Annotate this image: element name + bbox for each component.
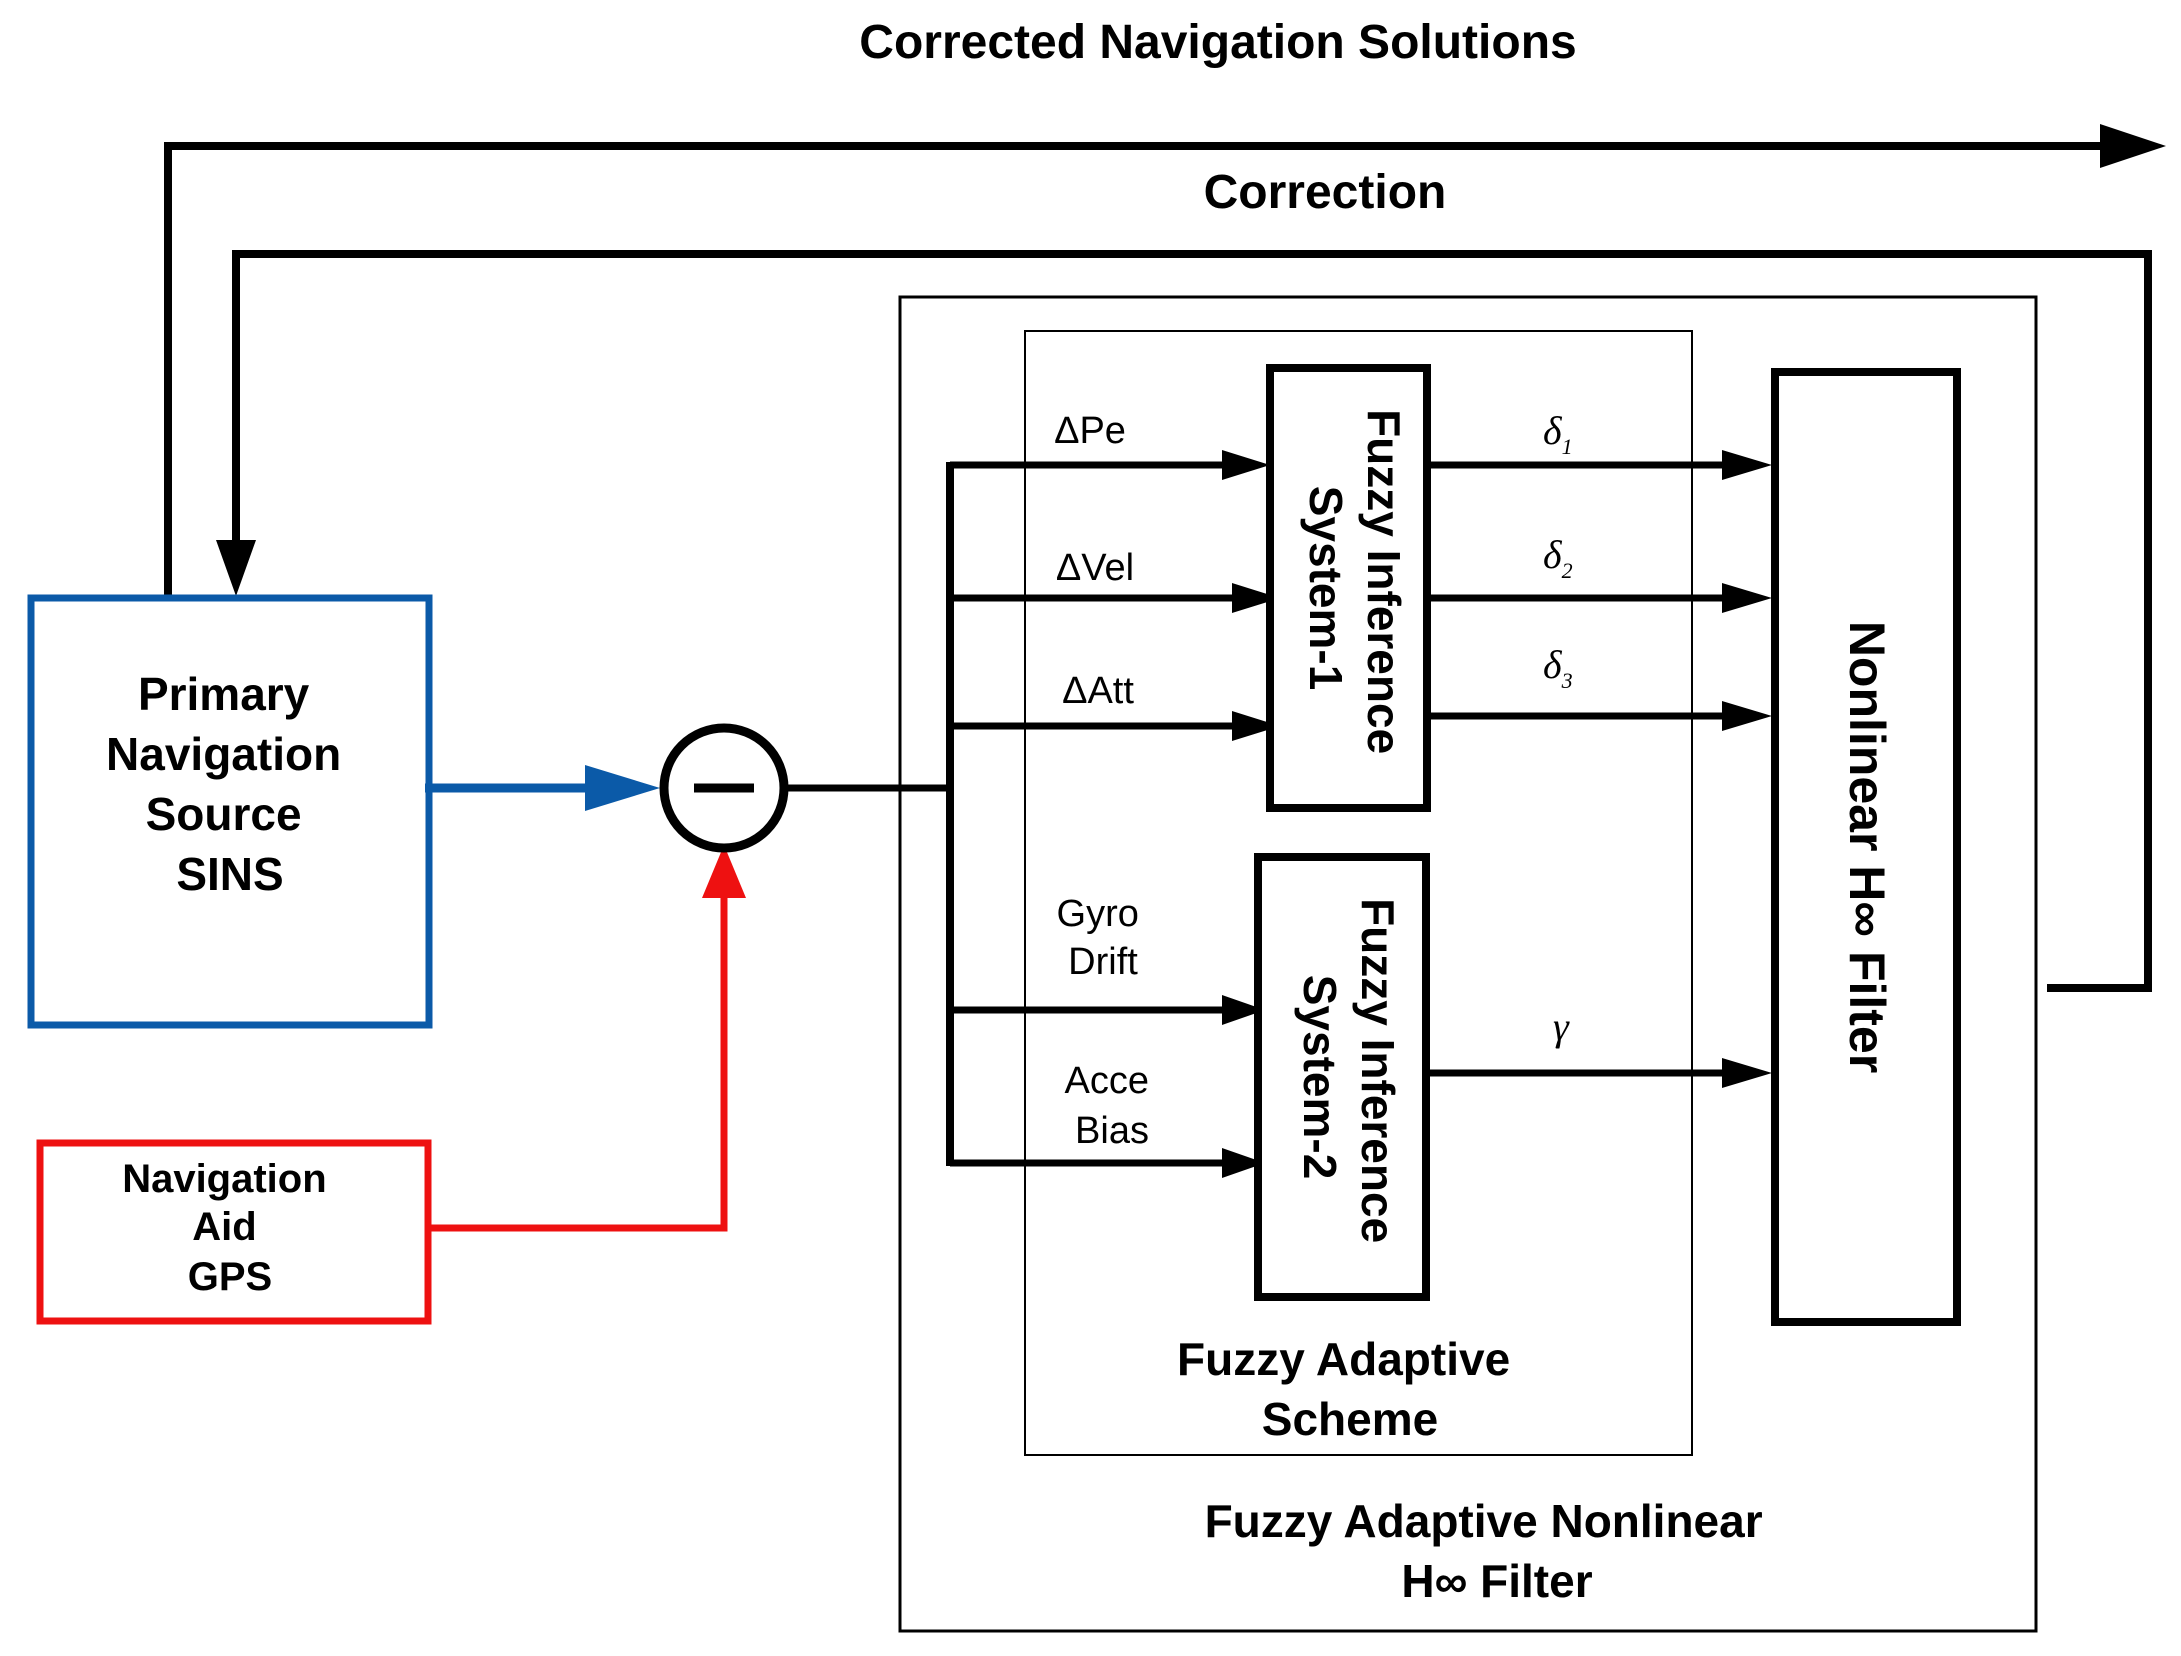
gps-block [36, 1139, 432, 1325]
gps-to-subtractor-line [428, 885, 728, 1232]
fis2-label-line1: Fuzzy Inference [1352, 898, 1404, 1243]
dvel-arrowhead [1232, 583, 1280, 613]
svg-text:Acce Bias: Acce Bias [1064, 1060, 1159, 1152]
sins-label-line3: Source [146, 788, 302, 840]
sins-arrowhead [585, 765, 660, 811]
fis1-label-line1: Fuzzy Inference [1358, 409, 1410, 754]
acce-bias-arrowhead [1222, 1148, 1265, 1178]
corrected-solutions-arrowhead [2100, 124, 2166, 168]
gamma-label: γ [1553, 1004, 1570, 1049]
gyro-drift-arrowhead [1222, 995, 1265, 1025]
delta3-arrowhead [1722, 701, 1772, 731]
fis2-block [1254, 853, 1430, 1301]
sins-label-line2: Navigation [106, 728, 341, 780]
svg-text:Navigation Aid GPS: Navigation Aid GPS [122, 1157, 338, 1299]
svg-text:Primary Navigation Sou: Primary Navigation Source SINS [106, 668, 354, 900]
corrected-navigation-title: Corrected Navigation Solutions [859, 16, 1576, 69]
fis1-block [1266, 364, 1431, 812]
svg-text:Fuzzy Inference System-1: Fuzzy Inference System-1 [1300, 409, 1410, 767]
fuzzy-adaptive-scheme-box [1024, 330, 1693, 1456]
sins-label-line1: Primary [138, 668, 310, 720]
acce-label-line1: Acce [1064, 1060, 1148, 1102]
outer-label-line2: H∞ Filter [1401, 1555, 1592, 1607]
delta3-label: δ3 [1543, 642, 1573, 693]
correction-label: Correction [1204, 166, 1447, 219]
svg-text:Fuzzy Adaptive Scheme: Fuzzy Adaptive Scheme [1177, 1333, 1523, 1445]
acce-label-line2: Bias [1075, 1110, 1149, 1152]
gps-label-line2: Aid [192, 1205, 256, 1249]
fuzzy-adaptive-nonlinear-filter-box [898, 295, 2038, 1633]
correction-arrowhead [216, 540, 256, 596]
fis1-label-line2: System-1 [1300, 486, 1352, 691]
svg-text:Fuzzy Adaptive Nonlinear H: Fuzzy Adaptive Nonlinear H∞ Filter [1205, 1495, 1776, 1607]
outer-label-line1: Fuzzy Adaptive Nonlinear [1205, 1495, 1763, 1547]
sins-block [27, 594, 433, 1029]
svg-text:Fuzzy Inference System-2: Fuzzy Inference System-2 [1294, 898, 1404, 1256]
delta2-arrowhead [1722, 583, 1772, 613]
gamma-arrowhead [1722, 1058, 1772, 1088]
gyro-label-line1: Gyro [1057, 893, 1139, 935]
fuzzy-scheme-label-line1: Fuzzy Adaptive [1177, 1333, 1510, 1385]
delta2-label: δ2 [1543, 532, 1573, 583]
gps-label-line1: Navigation [122, 1157, 326, 1201]
nonlinear-hinf-filter-block [1771, 368, 1961, 1326]
datt-label: ΔAtt [1062, 670, 1134, 712]
delta1-arrowhead [1722, 450, 1772, 480]
corrected-solutions-line [164, 142, 2110, 598]
datt-arrowhead [1232, 711, 1280, 741]
sins-label-line4: SINS [176, 848, 283, 900]
dpe-label: ΔPe [1054, 410, 1126, 452]
gps-label-line3: GPS [188, 1255, 272, 1299]
dpe-arrowhead [1222, 450, 1270, 480]
delta1-label: δ1 [1543, 408, 1573, 459]
gyro-label-line2: Drift [1068, 941, 1138, 983]
svg-text:Gyro Drift: Gyro Drift [1057, 893, 1150, 983]
dvel-label: ΔVel [1056, 547, 1134, 589]
gps-arrowhead [702, 845, 746, 898]
hinf-filter-label: Nonlinear H∞ Filter [1839, 621, 1895, 1073]
fuzzy-scheme-label-line2: Scheme [1262, 1393, 1438, 1445]
fis2-label-line2: System-2 [1294, 975, 1346, 1180]
correction-feedback-line [232, 250, 2152, 992]
